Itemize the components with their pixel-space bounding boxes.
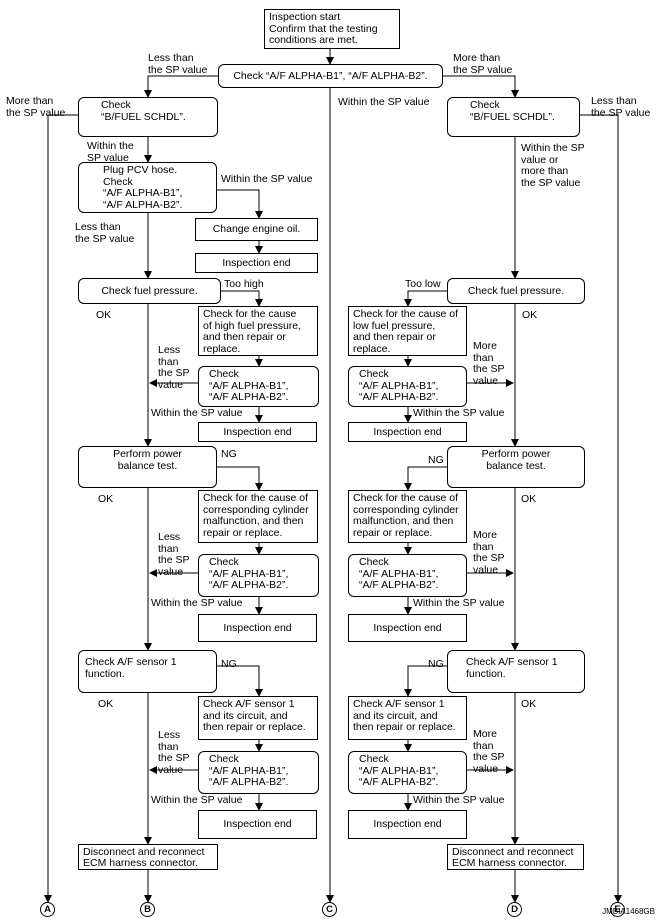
af-sensor-left-box: Check A/F sensor 1 function. (78, 650, 217, 693)
low-fuel-cause-box: Check for the cause of low fuel pressure… (348, 306, 467, 356)
label-within-sp-bfuel-left: Within the SP value (87, 140, 134, 164)
alpha-check-right-3-box: Check “A/F ALPHA-B1”, “A/F ALPHA-B2”. (348, 751, 467, 794)
alpha-check-left-3-box: Check “A/F ALPHA-B1”, “A/F ALPHA-B2”. (198, 751, 319, 794)
label-ok-right-2: OK (521, 493, 537, 505)
disconnect-ecm-left-box: Disconnect and reconnect ECM harness con… (78, 844, 218, 870)
check-bfuel-left-box: Check “B/FUEL SCHDL”. (78, 97, 218, 137)
disconnect-ecm-right-box: Disconnect and reconnect ECM harness con… (447, 844, 584, 870)
inspection-end-right-3-box: Inspection end (348, 810, 467, 839)
label-ok-left-2: OK (98, 493, 114, 505)
power-balance-right-box: Perform power balance test. (447, 446, 585, 488)
af-sensor-right-box: Check A/F sensor 1 function. (447, 650, 585, 693)
connector-a: A (40, 902, 55, 917)
inspection-end-oil-box: Inspection end (195, 253, 318, 273)
label-less-sp-left-2: Less than the SP value (158, 531, 190, 578)
check-bfuel-right-box: Check “B/FUEL SCHDL”. (447, 97, 580, 137)
inspection-end-left-2-box: Inspection end (198, 614, 317, 642)
label-within-sp-left-2: Within the SP value (151, 597, 243, 609)
label-ok-right-1: OK (522, 309, 538, 321)
inspection-end-right-2-box: Inspection end (348, 614, 467, 642)
label-within-or-more-right: Within the SP value or more than the SP … (521, 142, 585, 189)
figure-id: JMBIA1468GB (602, 907, 655, 916)
change-engine-oil-box: Change engine oil. (195, 218, 318, 241)
fuel-pressure-left-box: Check fuel pressure. (78, 278, 221, 304)
label-within-sp-right-2: Within the SP value (413, 597, 505, 609)
label-within-sp-pcv: Within the SP value (221, 173, 313, 185)
label-less-sp-pcv: Less than the SP value (75, 221, 135, 245)
power-balance-left-box: Perform power balance test. (78, 446, 217, 488)
label-less-sp-top-left: Less than the SP value (148, 52, 208, 76)
label-ok-left-1: OK (96, 309, 112, 321)
label-more-sp-right-3: More than the SP value (473, 728, 505, 775)
label-less-sp-left-1: Less than the SP value (158, 344, 190, 391)
label-ok-right-3: OK (521, 698, 537, 710)
alpha-check-right-2-box: Check “A/F ALPHA-B1”, “A/F ALPHA-B2”. (348, 554, 467, 597)
connector-b: B (140, 902, 155, 917)
label-within-sp-right-1: Within the SP value (413, 407, 505, 419)
label-too-low: Too low (405, 278, 441, 290)
label-ng-right-2: NG (428, 454, 444, 466)
label-within-sp-left-1: Within the SP value (151, 407, 243, 419)
plug-pcv-box: Plug PCV hose. Check “A/F ALPHA-B1”, “A/… (78, 162, 217, 213)
inspection-end-right-1-box: Inspection end (348, 422, 467, 442)
label-more-sp-right-2: More than the SP value (473, 529, 505, 576)
connector-d: D (507, 902, 522, 917)
high-fuel-cause-box: Check for the cause of high fuel pressur… (198, 306, 318, 356)
check-alpha-main-box: Check “A/F ALPHA-B1”, “A/F ALPHA-B2”. (218, 64, 443, 88)
label-more-sp-far-left: More than the SP value (6, 95, 66, 119)
label-within-sp-center: Within the SP value (338, 96, 430, 108)
connector-e: E (610, 902, 625, 917)
label-ok-left-3: OK (98, 698, 114, 710)
alpha-check-right-1-box: Check “A/F ALPHA-B1”, “A/F ALPHA-B2”. (348, 366, 467, 407)
af-circuit-right-box: Check A/F sensor 1 and its circuit, and … (348, 696, 467, 740)
label-less-sp-far-right: Less than the SP value (591, 95, 651, 119)
inspection-start-box: Inspection start Confirm that the testin… (264, 9, 400, 49)
inspection-end-left-1-box: Inspection end (198, 422, 317, 442)
cylinder-cause-right-box: Check for the cause of corresponding cyl… (348, 490, 467, 543)
alpha-check-left-2-box: Check “A/F ALPHA-B1”, “A/F ALPHA-B2”. (198, 554, 319, 597)
label-within-sp-left-3: Within the SP value (151, 794, 243, 806)
label-less-sp-left-3: Less than the SP value (158, 729, 190, 776)
label-ng-right-3: NG (428, 658, 444, 670)
label-more-sp-top-right: More than the SP value (453, 52, 513, 76)
label-too-high: Too high (224, 278, 264, 290)
label-ng-left-2: NG (221, 448, 237, 460)
label-ng-left-3: NG (221, 658, 237, 670)
alpha-check-left-1-box: Check “A/F ALPHA-B1”, “A/F ALPHA-B2”. (198, 366, 319, 407)
connector-c: C (322, 902, 337, 917)
inspection-end-left-3-box: Inspection end (198, 810, 317, 839)
af-circuit-left-box: Check A/F sensor 1 and its circuit, and … (198, 696, 318, 740)
label-more-sp-right-1: More than the SP value (473, 340, 505, 387)
cylinder-cause-left-box: Check for the cause of corresponding cyl… (198, 490, 318, 543)
fuel-pressure-right-box: Check fuel pressure. (447, 278, 585, 304)
label-within-sp-right-3: Within the SP value (413, 794, 505, 806)
